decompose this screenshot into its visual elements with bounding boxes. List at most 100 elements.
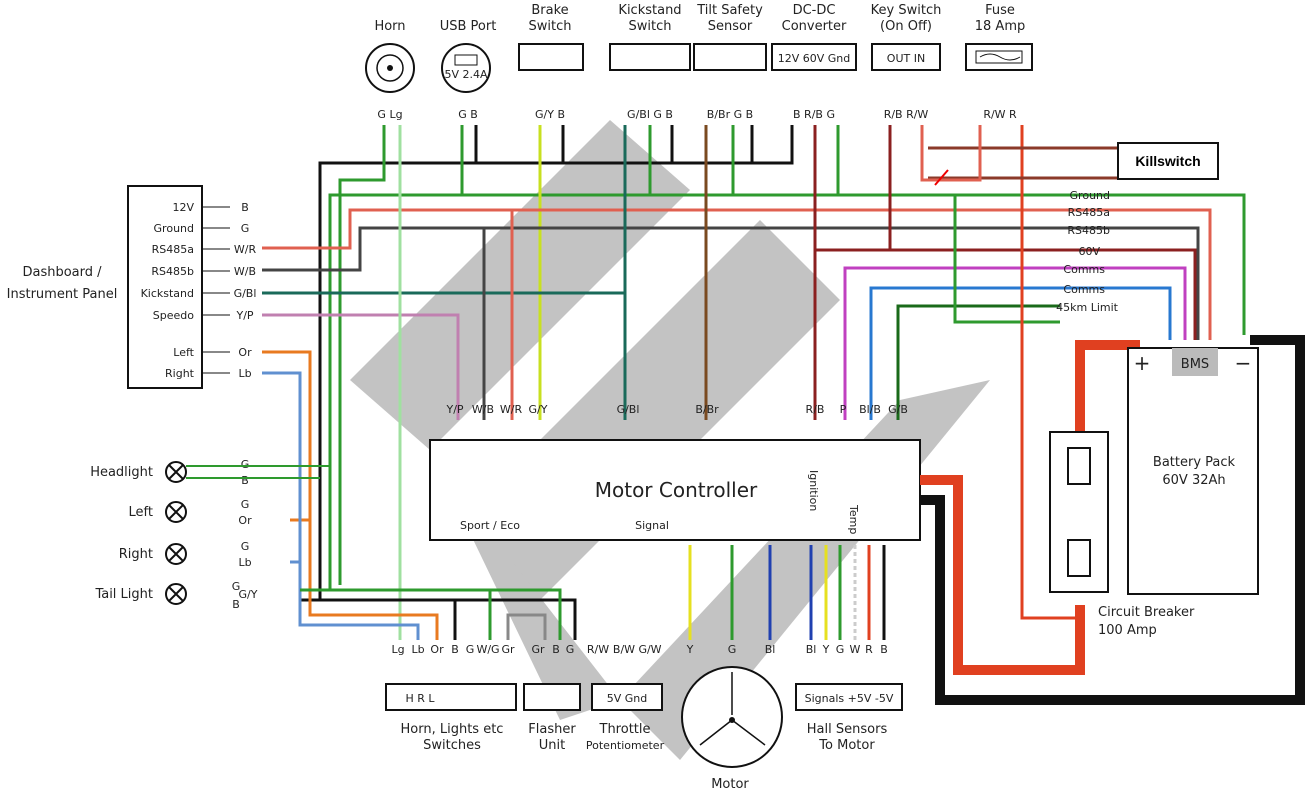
svg-text:Headlight: Headlight [90, 465, 153, 480]
controller-bottom-pin: G [836, 643, 845, 656]
svg-text:B R/B G: B R/B G [793, 108, 835, 121]
controller-bottom-pin: G [566, 643, 575, 656]
controller-bottom-pin: W [850, 643, 861, 656]
controller-bottom-pin: G/W [638, 643, 661, 656]
dashboard-wire-code: Lb [238, 367, 251, 380]
svg-text:Converter: Converter [782, 19, 847, 34]
controller-bottom-pin: Or [430, 643, 444, 656]
svg-text:Hall Sensors: Hall Sensors [807, 722, 888, 737]
svg-text:BMS: BMS [1181, 357, 1209, 372]
svg-text:B: B [232, 598, 240, 611]
svg-text:RS485b: RS485b [1067, 224, 1110, 237]
dashboard-pin-label: Left [173, 346, 194, 359]
svg-text:G/Y B: G/Y B [535, 108, 565, 121]
svg-text:R/B R/W: R/B R/W [884, 108, 929, 121]
svg-text:Tail Light: Tail Light [94, 587, 153, 602]
dashboard-wire-code: Or [238, 346, 252, 359]
killswitch-box: Killswitch [1117, 142, 1219, 180]
svg-text:18 Amp: 18 Amp [975, 19, 1025, 34]
lamps: Headlight G B Left G Or Right G Lb Tail … [90, 458, 330, 611]
bus-labels: Ground RS485a RS485b 60V Comms Comms 45k… [1056, 189, 1119, 314]
horn-component: Horn G Lg [365, 19, 415, 121]
wires [262, 125, 1246, 640]
svg-text:Right: Right [119, 547, 153, 562]
svg-text:Switches: Switches [423, 738, 481, 753]
controller-bottom-pin: Lb [411, 643, 424, 656]
svg-text:Circuit Breaker: Circuit Breaker [1098, 605, 1195, 620]
controller-bottom-pin: Y [822, 643, 830, 656]
svg-text:G/Bl G B: G/Bl G B [627, 108, 673, 121]
svg-text:Key Switch: Key Switch [871, 3, 942, 18]
fuse: Fuse 18 Amp R/W R [965, 3, 1033, 121]
controller-top-pin: G/Y [529, 403, 548, 416]
svg-text:Lb: Lb [238, 556, 251, 569]
controller-bottom-pin: Gr [501, 643, 515, 656]
svg-text:Killswitch: Killswitch [1135, 153, 1200, 169]
controller-top-pin: G/B [888, 403, 908, 416]
controller-top-pin: Y/P [445, 403, 463, 416]
svg-text:G: G [241, 498, 250, 511]
svg-text:To Motor: To Motor [818, 738, 875, 753]
controller-top-pin: R/B [806, 403, 825, 416]
svg-text:Flasher: Flasher [528, 722, 576, 737]
svg-text:B/Br G B: B/Br G B [707, 108, 753, 121]
svg-text:Comms: Comms [1063, 283, 1105, 296]
tilt-safety-sensor: Tilt Safety Sensor B/Br G B [693, 3, 767, 121]
dashboard-pin-label: RS485b [151, 265, 194, 278]
svg-text:Switch: Switch [629, 19, 672, 34]
dashboard-pin-label: Right [165, 367, 195, 380]
hall-sensors: Signals +5V -5V Hall Sensors To Motor [795, 545, 903, 753]
svg-text:USB Port: USB Port [440, 19, 497, 34]
flasher-unit: Flasher Unit [523, 683, 581, 753]
svg-text:G/Y: G/Y [239, 588, 258, 601]
right-lamp: Right G Lb [119, 540, 252, 569]
svg-text:Signals +5V -5V: Signals +5V -5V [805, 692, 894, 705]
battery-cables [920, 335, 1305, 705]
controller-bottom-pin: B [451, 643, 459, 656]
svg-text:Temp: Temp [847, 504, 860, 534]
svg-text:Kickstand: Kickstand [618, 3, 681, 18]
svg-text:Battery Pack: Battery Pack [1153, 455, 1236, 470]
switches-box: H R L Horn, Lights etc Switches [385, 683, 517, 753]
dashboard-pin-label: Speedo [153, 309, 194, 322]
svg-text:60V 32Ah: 60V 32Ah [1162, 473, 1225, 488]
svg-text:G: G [241, 458, 250, 471]
svg-text:Throttle: Throttle [599, 722, 651, 737]
svg-text:Motor: Motor [711, 777, 749, 792]
svg-text:H R L: H R L [405, 692, 435, 705]
svg-text:Ignition: Ignition [807, 470, 820, 511]
left-lamp: Left G Or [129, 498, 253, 527]
key-switch: Key Switch (On Off) OUT IN R/B R/W [871, 3, 942, 121]
dashboard-wire-code: G [241, 222, 250, 235]
svg-text:Signal: Signal [635, 519, 669, 532]
controller-bottom-pin: Y [686, 643, 694, 656]
svg-text:Potentiometer: Potentiometer [586, 739, 665, 752]
dashboard-wire-code: Y/P [235, 309, 253, 322]
controller-bottom-pin: R [865, 643, 873, 656]
svg-text:G B: G B [458, 108, 478, 121]
svg-text:60V: 60V [1078, 245, 1100, 258]
svg-text:Horn: Horn [374, 19, 405, 34]
motor: Motor [681, 545, 783, 792]
controller-top-pin: W/B [472, 403, 494, 416]
dashboard-wire-code: B [241, 201, 249, 214]
controller-top-pin: Bl/B [859, 403, 881, 416]
controller-bottom-pin: B [552, 643, 560, 656]
usb-port-component: USB Port 5V 2.4A G B [440, 19, 497, 121]
svg-text:Tilt Safety: Tilt Safety [696, 3, 763, 18]
circuit-breaker: Circuit Breaker 100 Amp [1049, 431, 1195, 638]
tail-lamp: Tail Light G G/Y B [94, 580, 257, 611]
svg-text:RS485a: RS485a [1068, 206, 1110, 219]
svg-text:100 Amp: 100 Amp [1098, 623, 1157, 638]
svg-text:Brake: Brake [531, 3, 568, 18]
controller-bottom-pin: B/W [613, 643, 635, 656]
svg-text:(On Off): (On Off) [880, 19, 932, 34]
svg-text:Fuse: Fuse [985, 3, 1015, 18]
svg-text:12V 60V Gnd: 12V 60V Gnd [778, 52, 851, 65]
svg-text:G: G [232, 580, 241, 593]
controller-top-pin: P [840, 403, 847, 416]
throttle: 5V Gnd Throttle Potentiometer [586, 683, 665, 752]
controller-top-pin: G/Bl [617, 403, 640, 416]
dashboard-pin-label: Ground [154, 222, 194, 235]
controller-bottom-pin: G [728, 643, 737, 656]
